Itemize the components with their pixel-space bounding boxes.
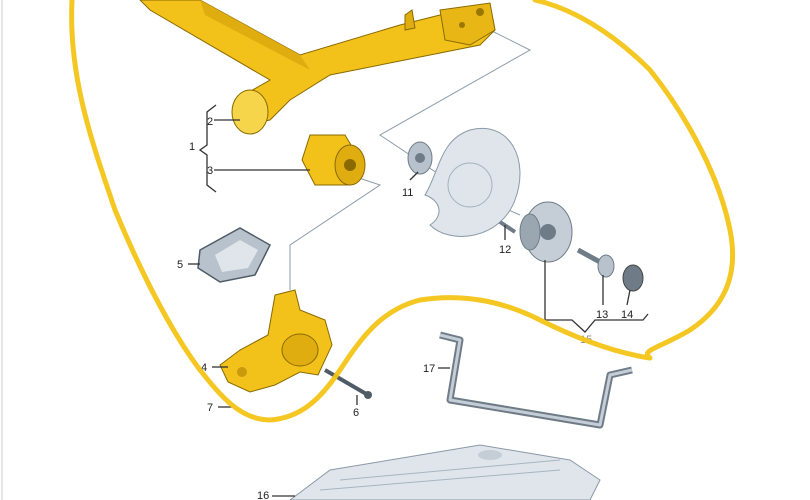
callout-labels: 1 2 3 4 5 6 7 11 12 13 14 15 16 17 <box>177 116 633 500</box>
label-11: 11 <box>402 187 413 199</box>
highlight-loop <box>69 0 736 423</box>
bushing <box>301 134 366 186</box>
underbody-panel <box>289 444 601 500</box>
wheel-hub-bracket <box>407 141 433 175</box>
label-14: 14 <box>621 309 633 321</box>
rubber-pad <box>197 227 271 283</box>
label-16: 16 <box>257 490 269 500</box>
brake-splash-shield <box>424 128 521 237</box>
axle-bolt <box>576 247 615 278</box>
mounting-bracket <box>219 289 333 393</box>
bracket-bolt <box>323 368 370 397</box>
label-5: 5 <box>177 259 183 271</box>
label-4: 4 <box>201 362 207 374</box>
label-6: 6 <box>353 407 359 419</box>
small-bolt <box>498 220 517 234</box>
dust-cap <box>622 264 644 292</box>
label-13: 13 <box>596 309 608 321</box>
label-12: 12 <box>499 244 511 256</box>
wheel-bearing-hub <box>519 201 573 263</box>
label-1: 1 <box>189 141 195 153</box>
rear-axle-beam <box>139 0 496 135</box>
label-7: 7 <box>207 402 213 414</box>
label-17: 17 <box>423 363 435 375</box>
label-2: 2 <box>207 116 213 128</box>
label-3: 3 <box>207 165 213 177</box>
bolt-head <box>364 391 372 399</box>
